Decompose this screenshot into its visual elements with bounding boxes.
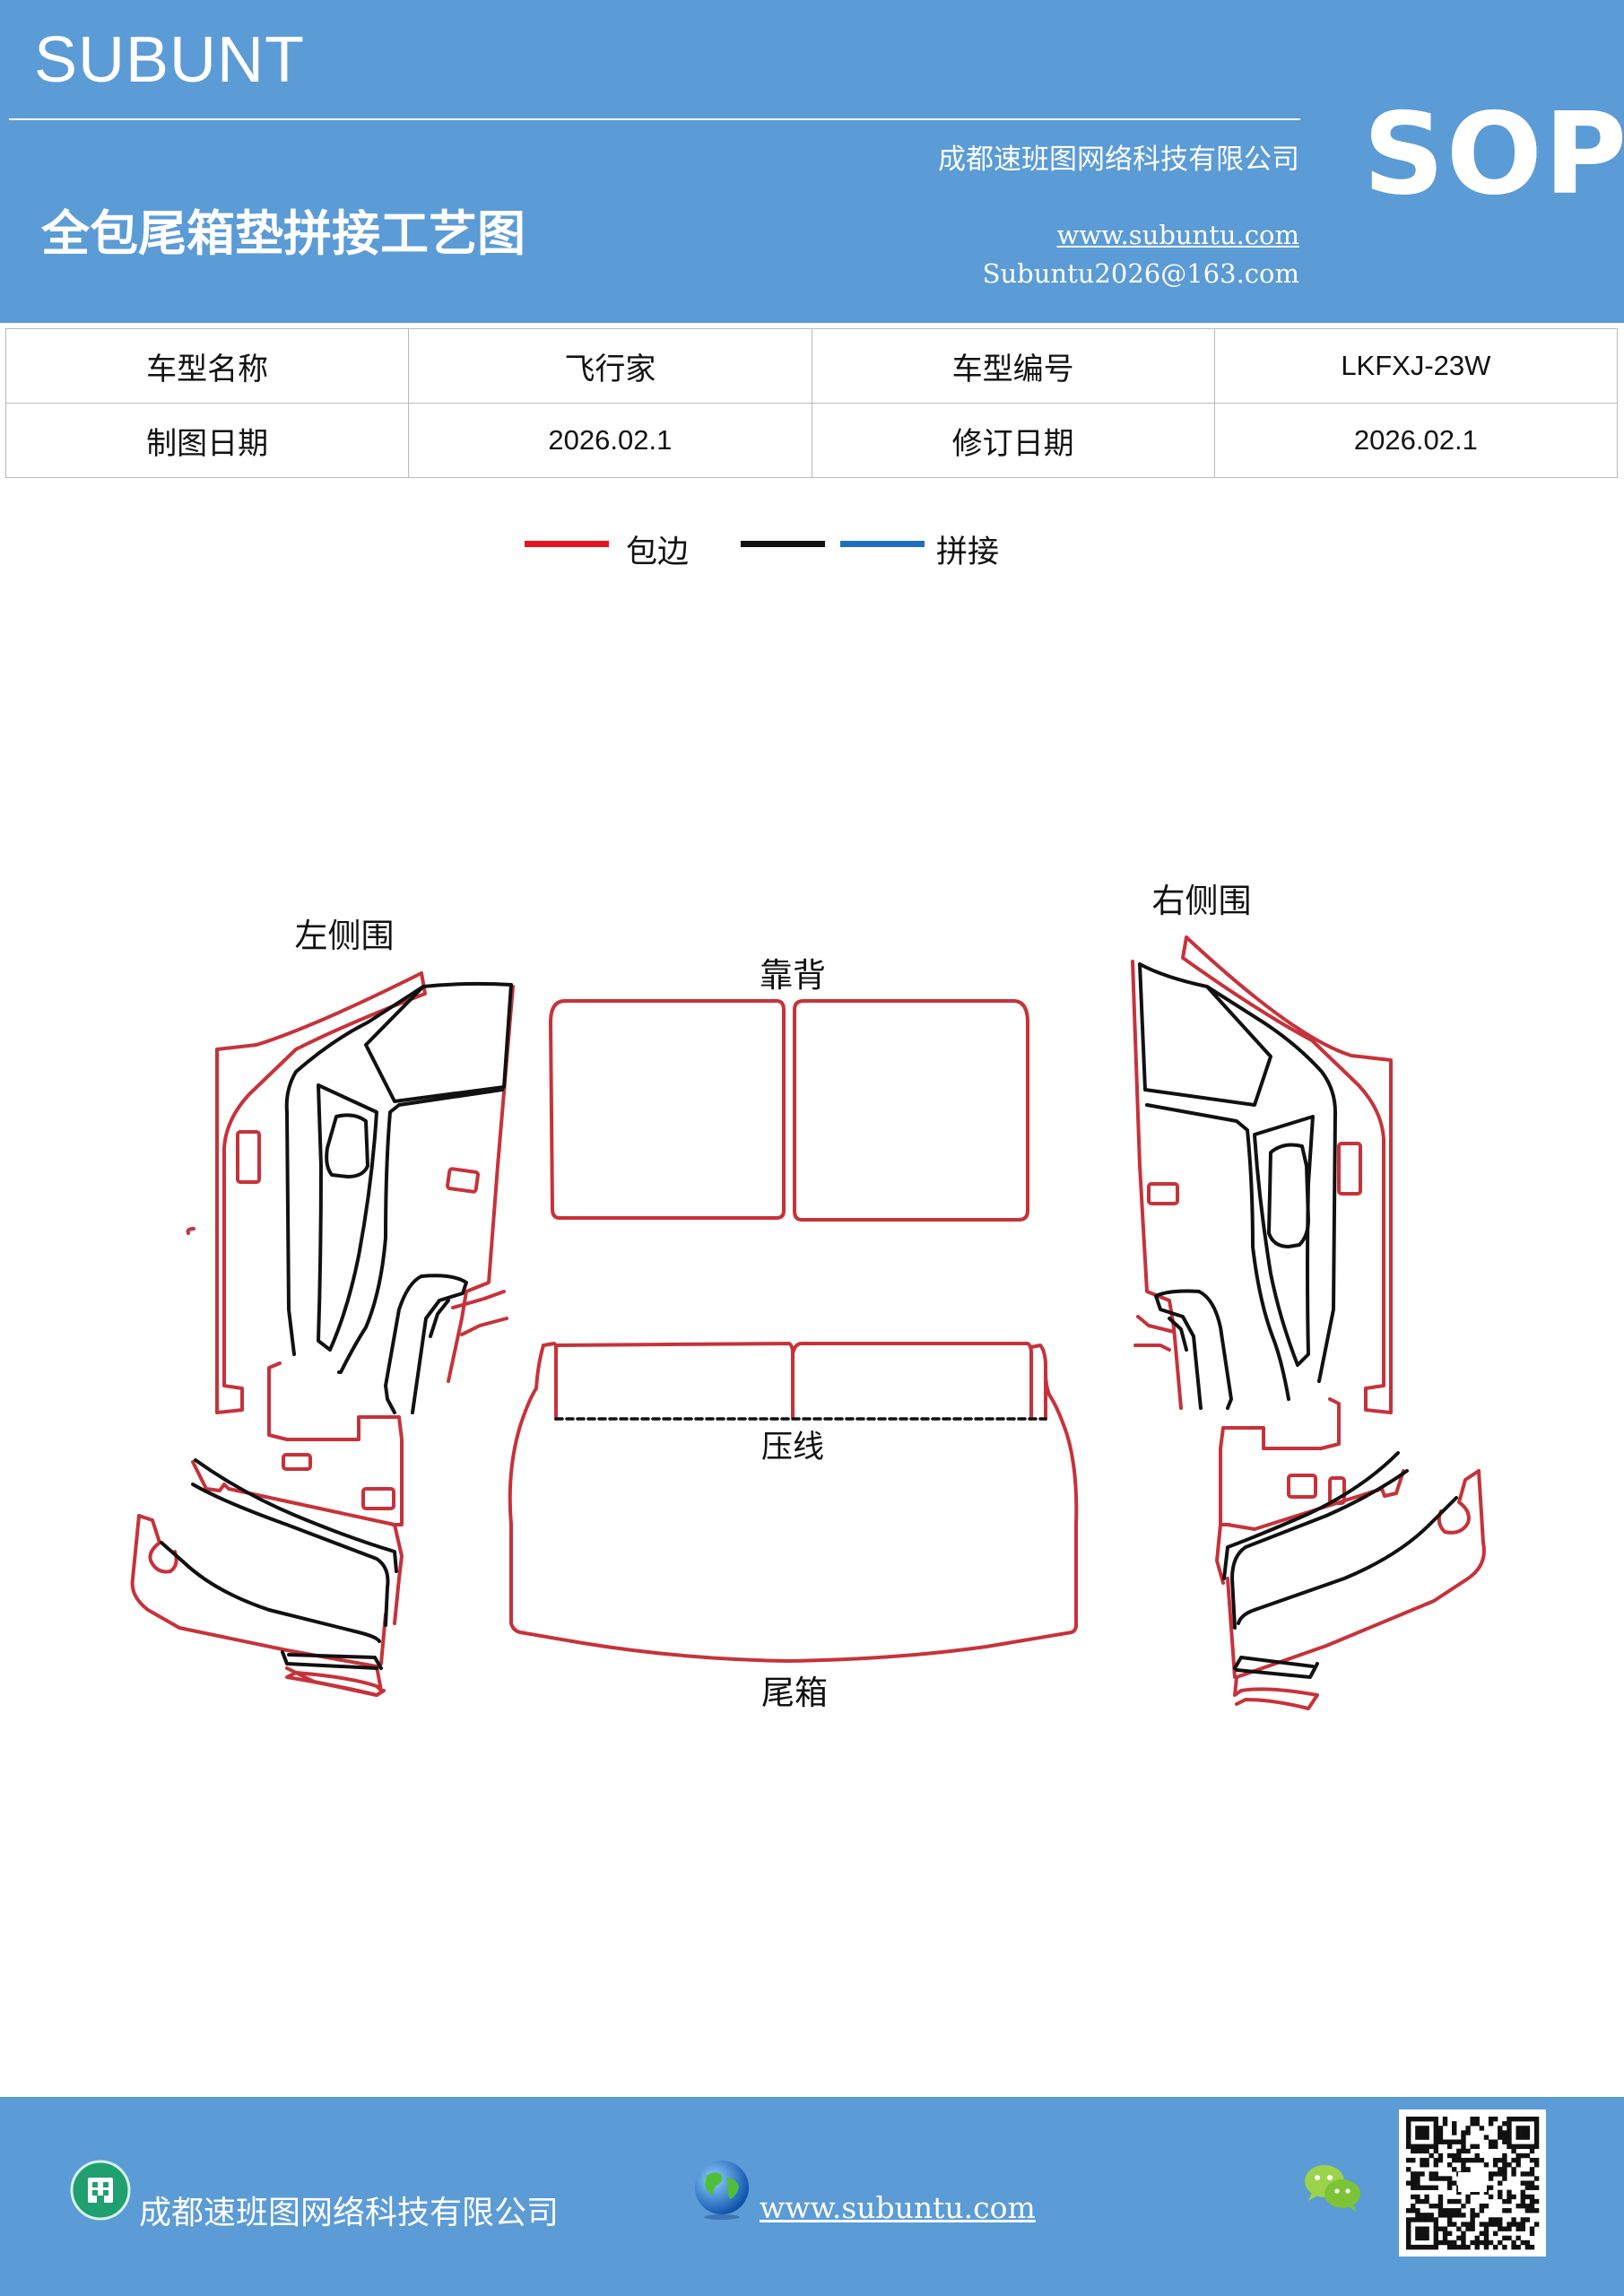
left-side-panel	[130, 971, 515, 1697]
footer-website-link[interactable]: www.subuntu.com	[760, 2190, 1036, 2225]
brand-name: SUBUNT	[34, 24, 306, 96]
table-cell-value: 2026.02.1	[1213, 403, 1619, 478]
table-cell-value: LKFXJ-23W	[1213, 328, 1619, 404]
footer-company-name: 成都速班图网络科技有限公司	[139, 2195, 560, 2231]
email-address: Subuntu2026@163.com	[982, 258, 1299, 289]
table-row: 车型名称 飞行家 车型编号 LKFXJ-23W	[4, 328, 1619, 404]
sop-badge: SOP	[1363, 88, 1624, 220]
label-backrest: 靠背	[760, 956, 826, 995]
line-legend: 包边 拼接	[0, 516, 1624, 578]
label-left-side: 左侧围	[295, 917, 395, 955]
right-side-panel	[1131, 935, 1486, 1710]
vehicle-info-table: 车型名称 飞行家 车型编号 LKFXJ-23W 制图日期 2026.02.1 修…	[4, 328, 1619, 478]
label-right-side: 右侧围	[1152, 882, 1252, 920]
legend-swatch-blue	[840, 541, 925, 547]
table-cell-label: 制图日期	[4, 403, 410, 478]
header-divider	[9, 118, 1300, 120]
qr-code	[1399, 2109, 1546, 2257]
table-cell-value: 2026.02.1	[408, 403, 812, 478]
label-crease: 压线	[761, 1430, 824, 1465]
page-title: 全包尾箱垫拼接工艺图	[41, 205, 525, 262]
table-row: 制图日期 2026.02.1 修订日期 2026.02.1	[4, 403, 1619, 478]
backrest-panel	[549, 999, 1029, 1222]
building-icon	[70, 2160, 131, 2221]
footer-banner: 成都速班图网络科技有限公司 www.subuntu.com	[0, 2097, 1624, 2296]
wechat-icon	[1305, 2165, 1360, 2212]
legend-label: 拼接	[936, 535, 1000, 570]
legend-swatch-red	[525, 541, 609, 547]
trunk-panel	[508, 1342, 1079, 1663]
table-cell-label: 车型编号	[811, 328, 1215, 404]
globe-icon	[695, 2161, 749, 2220]
header-banner: SUBUNT 成都速班图网络科技有限公司 全包尾箱垫拼接工艺图 www.subu…	[0, 0, 1624, 323]
table-cell-value: 飞行家	[408, 328, 812, 404]
legend-swatch-black	[741, 541, 825, 547]
website-link[interactable]: www.subuntu.com	[1056, 220, 1299, 250]
label-trunk: 尾箱	[761, 1674, 828, 1712]
table-cell-label: 修订日期	[811, 403, 1215, 478]
table-cell-label: 车型名称	[4, 328, 410, 404]
company-name: 成都速班图网络科技有限公司	[938, 144, 1299, 176]
legend-label: 包边	[626, 535, 690, 570]
